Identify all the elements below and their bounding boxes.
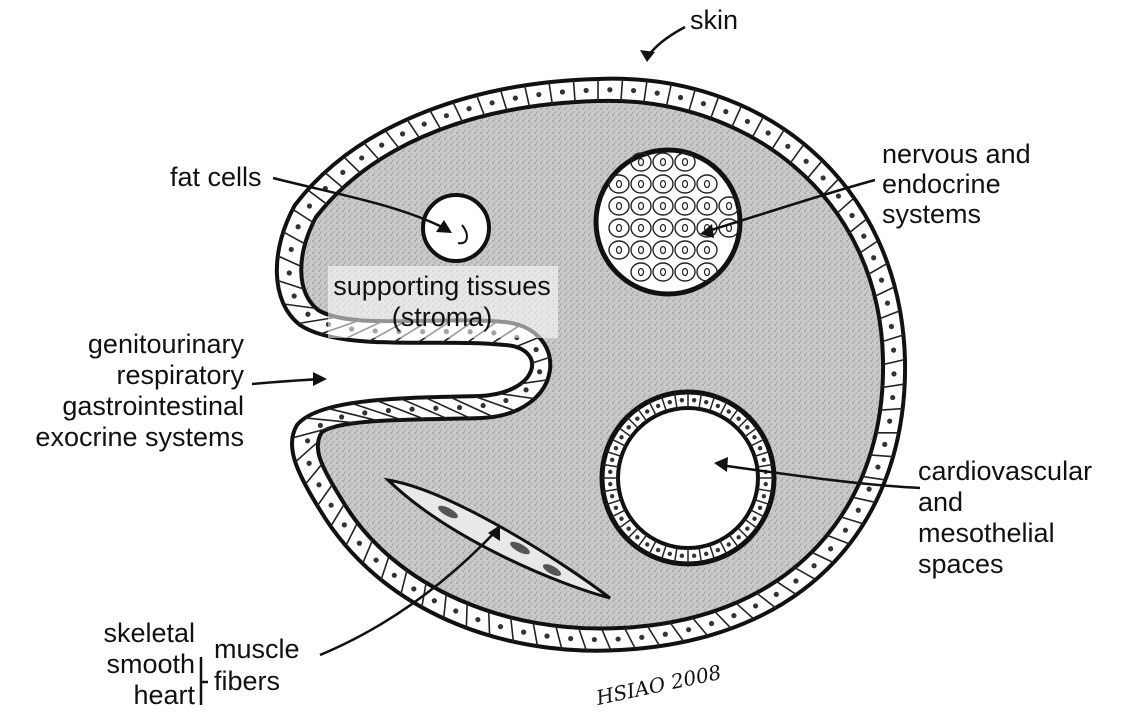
label-muscle-type-2: smooth — [106, 649, 195, 679]
label-cardio-2: and — [918, 487, 963, 517]
label-cardio-4: spaces — [918, 549, 1004, 579]
label-nervous-3: systems — [882, 199, 981, 229]
supporting-tissue-fill — [301, 101, 883, 629]
nervous-endocrine-tissue — [596, 150, 740, 294]
label-muscle-2: fibers — [214, 666, 280, 696]
gi-arrow — [252, 379, 323, 384]
cardiovascular-vessel — [602, 392, 774, 564]
fat-cell — [423, 195, 489, 261]
artist-signature: HSIAO 2008 — [593, 660, 723, 710]
label-stroma-2: (stroma) — [392, 302, 493, 332]
label-muscle-type-1: skeletal — [103, 618, 195, 648]
muscle-bracket — [201, 657, 208, 705]
label-cardio-3: mesothelial — [918, 518, 1055, 548]
label-nervous-2: endocrine — [882, 169, 1001, 199]
label-muscle-type-3: heart — [133, 680, 195, 710]
label-nervous-1: nervous and — [882, 139, 1031, 169]
label-gi-3: gastrointestinal — [62, 391, 244, 421]
label-muscle-1: muscle — [214, 634, 300, 664]
label-stroma-1: supporting tissues — [333, 271, 551, 301]
label-cardio-1: cardiovascular — [918, 456, 1092, 486]
label-gi-1: genitourinary — [88, 329, 245, 359]
label-fat-cells: fat cells — [170, 162, 262, 192]
label-skin: skin — [690, 5, 738, 35]
label-gi-4: exocrine systems — [35, 422, 244, 452]
label-gi-2: respiratory — [116, 360, 244, 390]
